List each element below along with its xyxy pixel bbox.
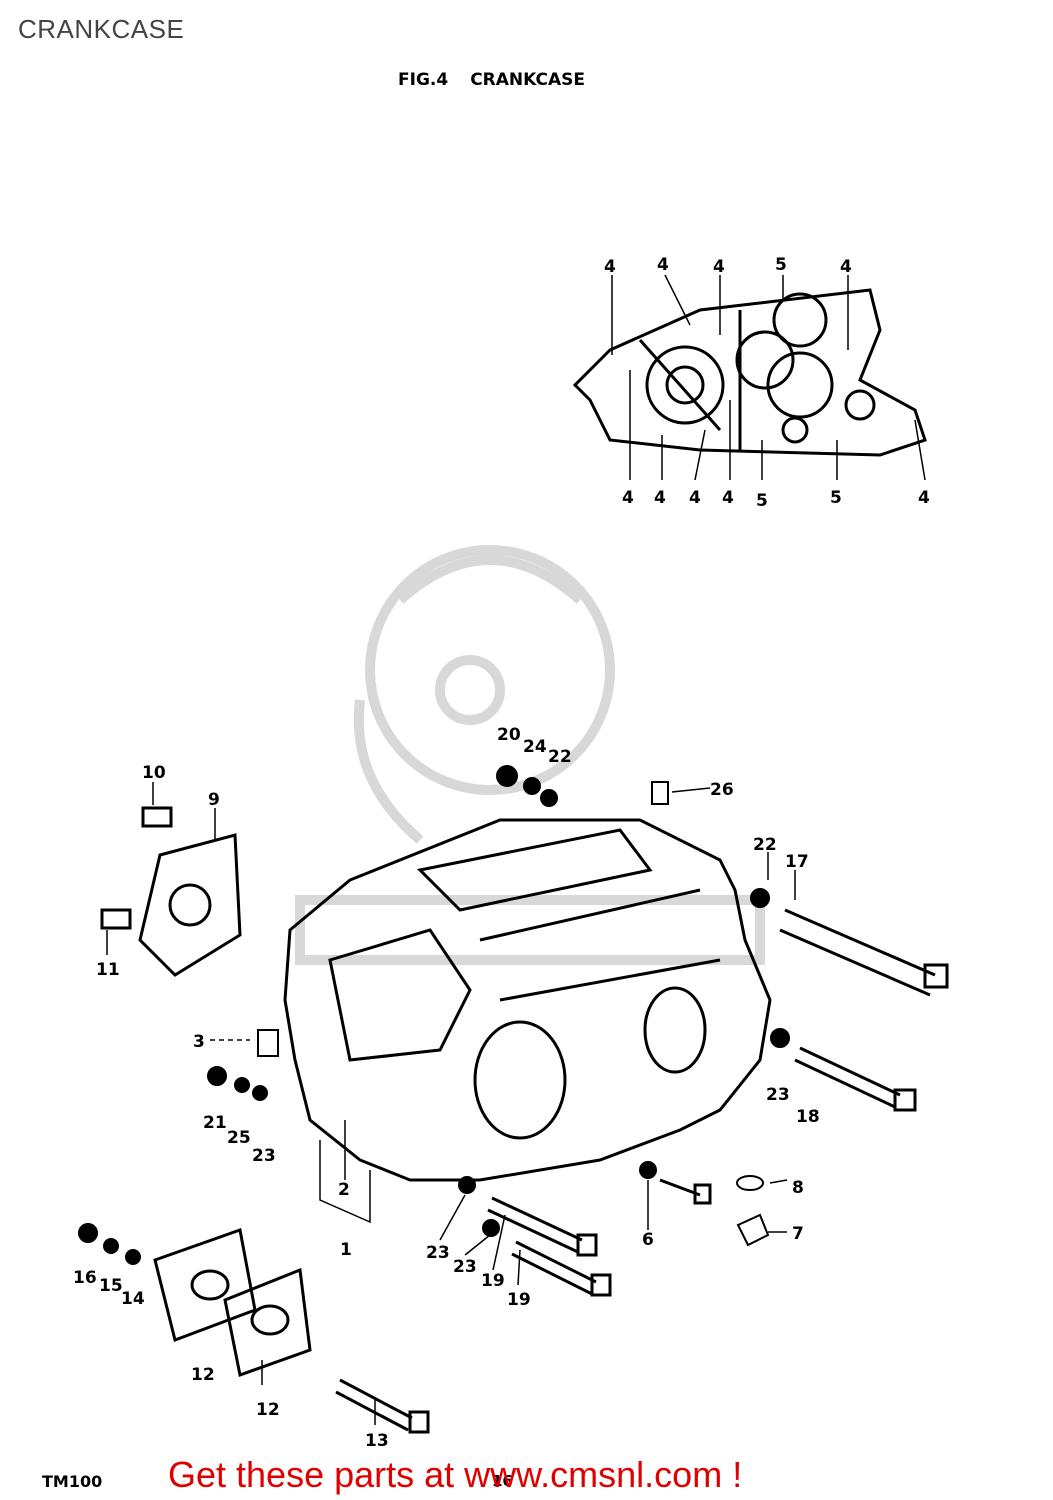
page-title: CRANKCASE [18, 14, 185, 44]
callout: 2 [338, 1180, 350, 1200]
callout: 4 [654, 488, 666, 508]
main-callouts: 20 24 22 26 10 9 22 17 11 3 21 25 23 23 … [73, 725, 820, 1451]
callout: 15 [99, 1276, 123, 1296]
callout: 4 [918, 488, 930, 508]
callout: 22 [548, 747, 572, 767]
callout: 4 [622, 488, 634, 508]
callout: 23 [252, 1146, 276, 1166]
callout: 14 [121, 1289, 145, 1309]
figure-title: FIG.4 CRANKCASE [398, 70, 585, 90]
page-number: 16 [492, 1472, 513, 1490]
callout: 4 [657, 255, 669, 275]
callout: 5 [756, 491, 768, 511]
callout: 4 [840, 257, 852, 277]
callout: 12 [256, 1400, 280, 1420]
figure-number: FIG.4 [398, 70, 449, 90]
callout: 6 [642, 1230, 654, 1250]
callout: 26 [710, 780, 734, 800]
callout: 13 [365, 1431, 389, 1451]
callout: 24 [523, 737, 547, 757]
top-view-callouts: 4 4 4 5 4 4 4 4 4 5 5 4 [604, 255, 930, 511]
callout: 23 [426, 1243, 450, 1263]
callout: 7 [792, 1224, 804, 1244]
gasket-plates-12 [153, 1228, 312, 1377]
callout: 5 [830, 488, 842, 508]
callout: 3 [193, 1032, 205, 1052]
callout: 19 [507, 1290, 531, 1310]
callout: 8 [792, 1178, 804, 1198]
callout: 4 [713, 257, 725, 277]
crankcase-top-view [572, 288, 927, 457]
callout: 23 [766, 1085, 790, 1105]
callout: 18 [796, 1107, 820, 1127]
callout: 12 [191, 1365, 215, 1385]
callout: 25 [227, 1128, 251, 1148]
main-leader-lines [106, 782, 796, 1425]
callout: 5 [775, 255, 787, 275]
callout: 22 [753, 835, 777, 855]
figure-name: CRANKCASE [470, 70, 586, 90]
top-view-leader-lines [611, 274, 926, 481]
callout: 4 [722, 488, 734, 508]
promo-link[interactable]: Get these parts at www.cmsnl.com ! [168, 1454, 743, 1495]
callout: 16 [73, 1268, 97, 1288]
callout: 4 [604, 257, 616, 277]
gasket-plate-9 [138, 833, 242, 977]
callout: 21 [203, 1113, 227, 1133]
callout: 9 [208, 790, 220, 810]
callout: 4 [689, 488, 701, 508]
bolts [100, 806, 949, 1434]
callout: 11 [96, 960, 120, 980]
callout: 23 [453, 1257, 477, 1277]
washers-and-nuts [78, 765, 790, 1265]
crankcase-main-body [283, 818, 772, 1182]
callout: 10 [142, 763, 166, 783]
callout: 17 [785, 852, 809, 872]
callout: 19 [481, 1271, 505, 1291]
callout: 1 [340, 1240, 352, 1260]
callout: 20 [497, 725, 521, 745]
watermark-mascot [295, 545, 765, 965]
model-code: TM100 [42, 1472, 103, 1491]
